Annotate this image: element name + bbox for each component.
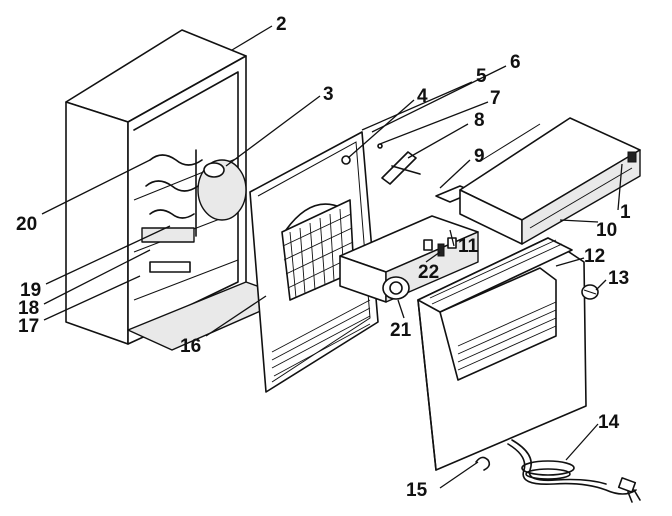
cord-clip <box>475 456 491 471</box>
condenser-coil <box>281 199 355 301</box>
label-part-8: 8 <box>474 110 485 131</box>
control-knob <box>581 284 599 300</box>
label-part-6: 6 <box>510 52 521 73</box>
label-part-14: 14 <box>598 412 620 433</box>
label-part-1: 1 <box>620 202 631 223</box>
part-labels: 2 3 4 5 6 7 8 9 1 10 11 12 13 14 15 16 1… <box>16 14 631 501</box>
power-cord <box>507 439 641 503</box>
label-part-3: 3 <box>323 84 334 105</box>
label-part-9: 9 <box>474 146 485 167</box>
label-part-17: 17 <box>18 316 39 337</box>
leader-lines <box>41 25 623 489</box>
label-part-22: 22 <box>418 262 439 283</box>
control-box <box>339 143 479 303</box>
label-part-2: 2 <box>276 14 287 35</box>
cabinet-housing <box>65 29 291 351</box>
label-part-7: 7 <box>490 88 501 109</box>
label-part-18: 18 <box>18 298 39 319</box>
label-part-4: 4 <box>417 86 428 107</box>
label-part-11: 11 <box>458 236 479 257</box>
label-part-15: 15 <box>406 480 428 501</box>
label-part-21: 21 <box>390 320 412 341</box>
label-part-5: 5 <box>476 66 487 87</box>
label-part-20: 20 <box>16 214 37 235</box>
label-part-16: 16 <box>180 336 201 357</box>
top-cover <box>459 117 641 245</box>
front-grille <box>417 237 587 471</box>
label-part-19: 19 <box>20 280 41 301</box>
label-part-13: 13 <box>608 268 629 289</box>
label-part-12: 12 <box>584 246 605 267</box>
label-part-10: 10 <box>596 220 617 241</box>
